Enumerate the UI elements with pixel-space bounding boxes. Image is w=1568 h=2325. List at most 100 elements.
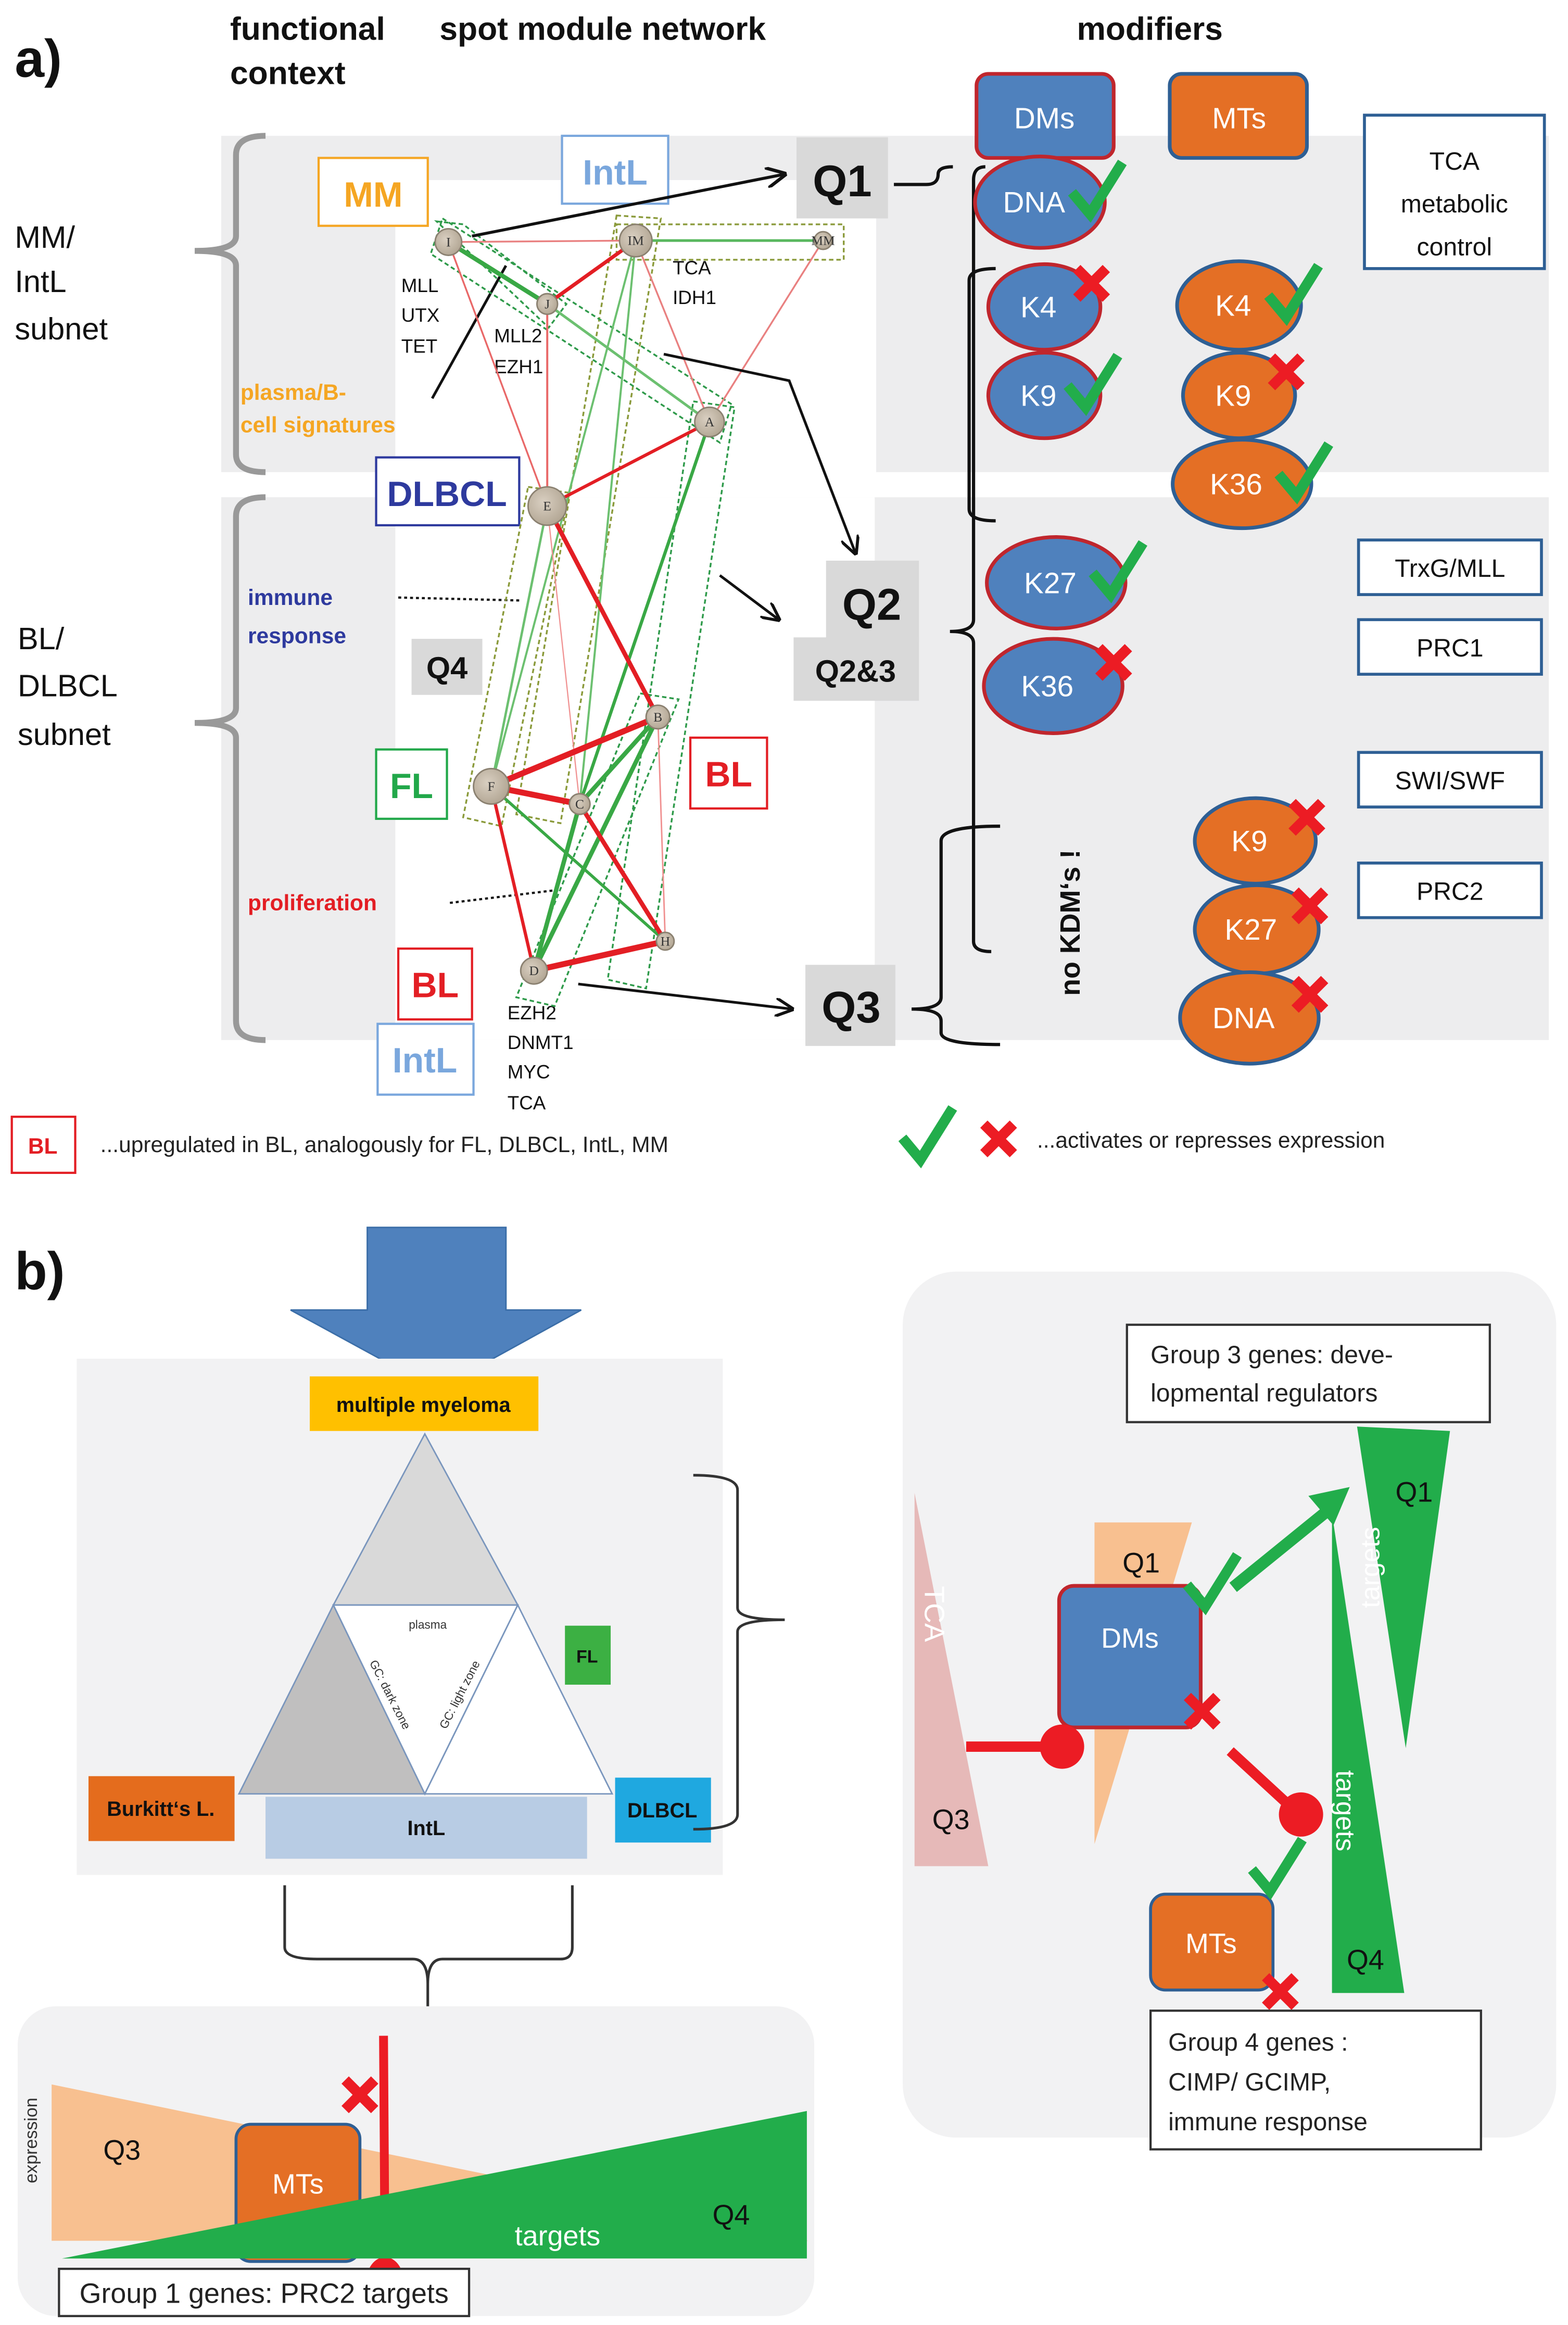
network-node-e: E [527,486,567,526]
brace-q3 [912,824,1001,1046]
svg-text:MYC: MYC [508,1061,550,1082]
header-functional-context-2: context [230,56,346,92]
subnet-bl-label: BL/ [18,621,65,656]
arrow-to-q23 [719,574,779,620]
intl-bottom-label: IntL [393,1041,458,1080]
edge-I-E [447,242,548,507]
trxg-box [1357,538,1543,596]
arrow-to-q1 [472,174,785,238]
plasma-annotation-2: cell signatures [241,413,396,437]
mm-box [317,157,429,227]
q2-box [826,560,919,642]
svg-text:MLL2: MLL2 [494,325,542,347]
edge-IM-A [635,240,711,423]
svg-text:EZH1: EZH1 [494,356,543,377]
tca-box-line1: TCA [1430,147,1480,175]
edge-IM-J [546,239,637,306]
arrow-to-q2 [663,352,855,553]
mt-item-k9: K9 [1193,796,1322,886]
header-functional-context: functional [230,11,385,47]
edge-A-E [546,420,711,508]
mt-item-dna: DNA [1178,970,1325,1066]
network-node-d: D [520,956,548,985]
dm-item-k9: K9 [986,350,1115,440]
g34-mts-label: MTs [1185,1928,1237,1960]
immune-annotation-2: response [248,624,346,649]
dms-header-label: DMs [1014,103,1074,135]
module-outline-0 [434,220,568,329]
group1-caption-box [58,2267,471,2317]
intl-top-box [561,134,669,205]
g34-q1-right-label: Q1 [1395,1477,1433,1508]
q3-box [805,965,895,1046]
dm-item-k27: K27 [985,535,1141,630]
group4-caption-1: Group 4 genes : [1168,2028,1348,2056]
tca-box [1363,113,1546,270]
legend-bl-badge [10,1116,77,1174]
brace-bl [195,494,266,1043]
plasma-annotation: plasma/B- [241,381,346,405]
intl-top-label: IntL [583,153,648,192]
network-node-f: F [473,768,510,805]
edge-I-J [447,240,549,306]
svg-text:I: I [446,234,451,249]
activation-arrowhead-icon [1308,1487,1350,1526]
prc1-label: PRC1 [1417,634,1483,662]
plasma-pointer [431,264,508,399]
subnet-bl-label-2: DLBCL [18,668,118,703]
network-node-i: I [434,228,463,256]
g34-dms-label: DMs [1101,1623,1159,1654]
network-node-mm: MM [811,231,835,250]
svg-text:J: J [545,296,550,311]
svg-text:IM: IM [628,233,644,248]
mt-item-k4: K4 [1175,259,1316,352]
q1-label: Q1 [813,157,871,206]
svg-text:D: D [529,963,539,978]
subnet-bl-label-3: subnet [18,717,111,752]
proliferation-pointer [449,888,561,904]
mt-item-k36: K36 [1171,438,1326,530]
subnet-mm-label-2: IntL [15,264,66,299]
mts-header-label: MTs [1212,103,1266,135]
svg-text:F: F [487,779,495,794]
modifier-label: K27 [1024,567,1077,600]
gene-list-i: MLL UTX TET [401,275,440,357]
q3-label: Q3 [821,983,880,1032]
fl-green-box [565,1625,611,1685]
mm-yellow-label: multiple myeloma [336,1394,511,1417]
bl-right-label: BL [705,754,752,794]
edge-F-B [490,714,659,789]
network-node-im: IM [618,223,653,258]
legend-effect-text: ...activates or represses expression [1037,1129,1385,1153]
edge-B-H [657,717,666,942]
g34-targets-top-label: targets [1355,1527,1385,1608]
gene-list-im: TCA IDH1 [673,257,716,308]
group1-caption: Group 1 genes: PRC2 targets [80,2278,449,2309]
modifier-label: DNA [1212,1002,1275,1035]
mm-yellow-box [310,1376,539,1431]
dm-item-k4: K4 [986,262,1106,352]
dm-item-k36: K36 [982,637,1129,735]
subnet-mm-label-3: subnet [15,311,108,346]
mm-label: MM [344,175,402,214]
edge-MM-A [709,240,824,423]
edge-E-F [490,506,549,787]
network-node-b: B [645,704,671,730]
panel-b-label: b) [15,1242,65,1301]
fl-label: FL [390,766,433,806]
modifier-label: K36 [1021,671,1073,703]
prc2-box [1357,861,1543,919]
dlbcl-box [375,456,521,527]
intl-bar-label: IntL [408,1817,446,1840]
brace-inner [967,267,996,523]
g34-mts-box [1149,1892,1275,1992]
q4-box [411,639,483,695]
big-down-arrow-icon [290,1227,582,1391]
svg-text:TET: TET [401,335,438,357]
edge-C-H [577,803,667,943]
group4-caption-2: CIMP/ GCIMP, [1168,2068,1331,2096]
arrow-to-q3 [578,982,792,1009]
edge-F-D [489,786,536,971]
